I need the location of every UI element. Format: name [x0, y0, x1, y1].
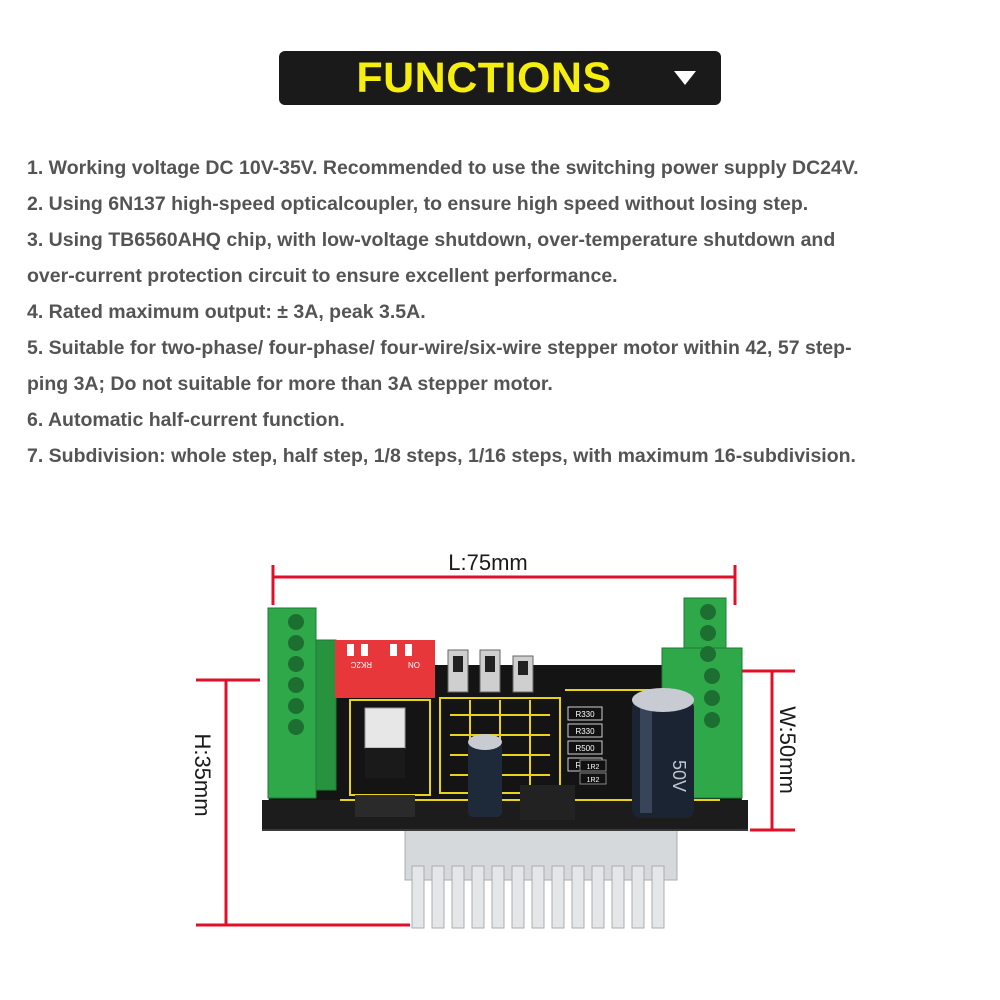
functions-banner: FUNCTIONS — [279, 51, 721, 105]
smd-label: 1R2 — [587, 777, 600, 784]
banner-title: FUNCTIONS — [356, 54, 612, 102]
length-dimension: L:75mm — [271, 550, 737, 605]
smd-label: 1R2 — [587, 764, 600, 771]
small-capacitor — [468, 734, 502, 817]
feature-line: 7. Subdivision: whole step, half step, 1… — [27, 445, 856, 467]
feature-line: 5. Suitable for two-phase/ four-phase/ f… — [27, 337, 852, 359]
chevron-down-icon — [674, 71, 696, 85]
height-dimension: H:35mm — [190, 678, 410, 927]
left-terminal-block — [267, 607, 337, 799]
product-illustration: ON RK2C R330 R330 R500 R500 1R2 1R2 — [190, 550, 800, 929]
feature-line: ping 3A; Do not suitable for more than 3… — [27, 373, 553, 395]
resistor-label: R330 — [575, 727, 595, 736]
resistor-array: R330 R330 R500 R500 1R2 1R2 — [567, 706, 607, 785]
ic-chips — [355, 707, 575, 820]
feature-list: 1. Working voltage DC 10V-35V. Recommend… — [27, 150, 987, 474]
width-label: W:50mm — [775, 706, 800, 794]
resistor-label: R330 — [575, 710, 595, 719]
feature-line: 1. Working voltage DC 10V-35V. Recommend… — [27, 157, 859, 179]
length-label: L:75mm — [448, 550, 527, 575]
feature-line: 2. Using 6N137 high-speed opticalcoupler… — [27, 193, 809, 215]
feature-line: 6. Automatic half-current function. — [27, 409, 345, 431]
dip-code-label: RK2C — [350, 660, 372, 669]
feature-line: 4. Rated maximum output: ± 3A, peak 3.5A… — [27, 301, 426, 323]
right-terminal-block — [661, 597, 743, 799]
push-buttons — [447, 649, 534, 693]
heatsink — [404, 829, 678, 929]
feature-line: over-current protection circuit to ensur… — [27, 265, 618, 287]
resistor-label: R500 — [575, 744, 595, 753]
capacitor-voltage: 50V — [669, 760, 689, 792]
feature-line: 3. Using TB6560AHQ chip, with low-voltag… — [27, 229, 836, 251]
large-capacitor: 50V — [632, 688, 694, 818]
height-label: H:35mm — [190, 733, 215, 816]
width-dimension: W:50mm — [742, 669, 800, 832]
dip-on-label: ON — [408, 660, 420, 669]
dip-switch: ON RK2C — [335, 640, 435, 698]
